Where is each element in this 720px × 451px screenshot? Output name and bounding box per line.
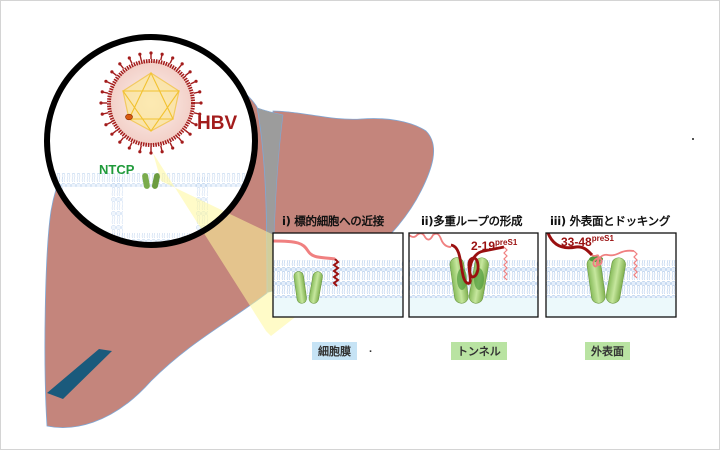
panel-border [272, 232, 404, 318]
step-3-annotation-sup: preS1 [591, 234, 614, 243]
step-panels [272, 232, 677, 318]
step-1-caption-suffix: . [369, 343, 373, 355]
ntcp-subunit [293, 271, 307, 304]
magnifier-handle [47, 349, 112, 399]
step-2-title: ii)多重ループの形成 [421, 214, 523, 228]
step-2-caption: トンネル [451, 342, 507, 360]
step-1-title: i) 標的細胞への近接 [282, 214, 384, 228]
magnifier-icon [44, 34, 258, 399]
pres1-chain [546, 232, 594, 257]
step-3-annotation: 33-48preS1 [561, 234, 614, 249]
step-1-panel [272, 232, 404, 318]
ntcp-label: NTCP [99, 162, 135, 177]
step-3-annotation-range: 33-48 [561, 235, 592, 249]
pres1-chain [272, 239, 336, 261]
panel-border [408, 232, 539, 318]
hbv-virus-particle [99, 51, 203, 155]
step-3-panel [545, 232, 677, 318]
stray-dot [692, 138, 694, 140]
step-3-caption: 外表面 [585, 342, 630, 360]
step-2-panel [408, 232, 539, 318]
step-1-caption: 細胞膜 [312, 342, 357, 360]
ntcp-subunit [308, 271, 323, 304]
pres1-loop [450, 243, 505, 285]
ntcp-subunit [605, 257, 626, 304]
hbv-label: HBV [197, 113, 238, 134]
step-2-annotation-sup: preS1 [495, 238, 518, 247]
ntcp-receptor-small [142, 173, 161, 189]
pres1-tail [332, 258, 340, 287]
step-2-annotation-range: 2-19 [471, 239, 496, 253]
panel-border [545, 232, 677, 318]
step-3-title: iii) 外表面とドッキング [550, 214, 671, 228]
step-2-annotation: 2-19preS1 [471, 238, 517, 253]
